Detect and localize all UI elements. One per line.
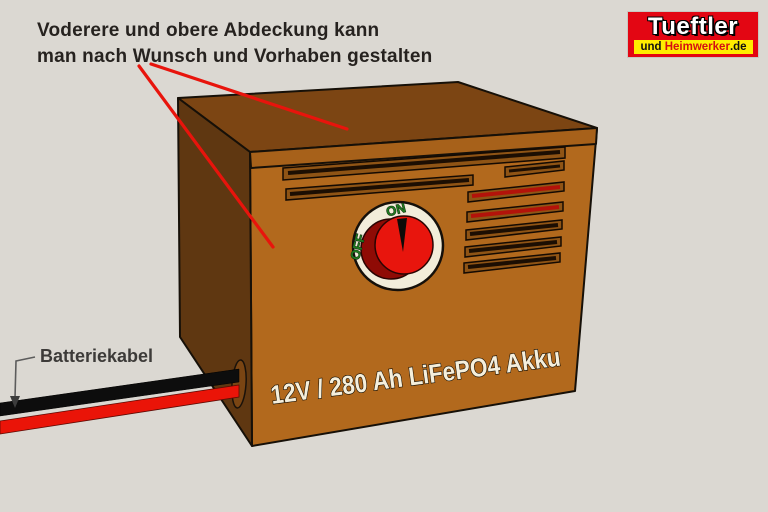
vent-slots-stack <box>463 160 565 274</box>
vent-slit-red <box>470 205 560 218</box>
vent-slit-red <box>471 185 561 198</box>
leader-line <box>14 356 36 399</box>
knob-pointer <box>397 218 407 252</box>
battery-cable-red <box>0 384 240 435</box>
box-lid-band <box>249 127 598 169</box>
vent-slots-long <box>282 146 566 201</box>
vent-slit <box>468 240 558 253</box>
top-annotation-line2: man nach Wunsch und Vorhaben gestalten <box>37 46 433 67</box>
cable-leader <box>10 356 36 408</box>
vent-slit <box>467 256 557 269</box>
knob-top <box>374 215 434 275</box>
top-annotation: Voderere und obere Abdeckung kann man na… <box>37 18 432 70</box>
box-left-face <box>177 97 253 447</box>
vent-slit <box>508 164 561 173</box>
battery-cable-label: Batteriekabel <box>40 346 154 366</box>
logo-subtitle-suffix: .de <box>729 41 747 53</box>
top-annotation-line1: Voderere und obere Abdeckung kann <box>37 20 380 41</box>
battery-cable-black <box>0 368 240 417</box>
site-logo: Tueftler und Heimwerker .de <box>628 12 758 57</box>
power-switch: ON OFF <box>347 200 445 292</box>
annotation-lines <box>137 62 349 249</box>
switch-off-label: OFF <box>347 232 368 261</box>
vent-slit <box>469 223 559 236</box>
switch-on-label: ON <box>385 200 408 219</box>
vent-slit <box>289 178 470 196</box>
logo-title: Tueftler <box>647 13 739 40</box>
annotation-line-front-cover <box>137 64 275 249</box>
annotation-line-top-cover <box>149 62 349 131</box>
leader-arrowhead-icon <box>10 396 20 408</box>
logo-subtitle-brand: Heimwerker <box>664 41 730 53</box>
vent-slit <box>287 150 561 175</box>
logo-subtitle-prefix: und <box>640 41 665 53</box>
logo-subtitle: und Heimwerker .de <box>634 40 753 54</box>
